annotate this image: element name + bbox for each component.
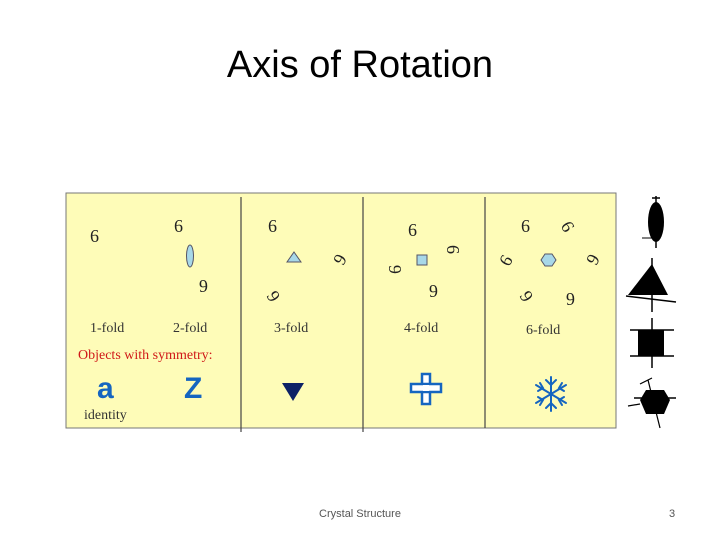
panel-label-3-fold: 3-fold: [274, 321, 308, 336]
ellipse-axis-3d-icon: [642, 196, 664, 248]
cube-3d-icon: [630, 318, 674, 368]
square-axis-icon: [416, 254, 428, 266]
object-letter-a: a: [97, 372, 114, 405]
triangle-down-icon: [282, 383, 304, 401]
motif-glyph: 6: [566, 289, 575, 309]
panel-label-4-fold: 4-fold: [404, 321, 438, 336]
slide-title: Axis of Rotation: [226, 44, 494, 86]
objects-heading: Objects with symmetry:: [78, 348, 213, 363]
hexagon-axis-icon: [540, 253, 557, 267]
ellipse-axis-icon: [186, 244, 194, 268]
motif-glyph: 6: [90, 226, 99, 246]
triangle-axis-icon: [286, 251, 302, 263]
snowflake-icon: [535, 376, 567, 412]
symmetry-panel: [65, 192, 617, 429]
page-number: 3: [668, 508, 676, 520]
panel-label-6-fold: 6-fold: [526, 323, 560, 338]
motif-glyph: 6: [174, 216, 183, 236]
motif-glyph: 6: [385, 265, 405, 274]
identity-label: identity: [84, 408, 127, 423]
motif-glyph: 6: [521, 216, 530, 236]
object-letter-z: Z: [184, 372, 202, 405]
motif-glyph: 6: [443, 245, 463, 254]
motif-glyph: 6: [268, 216, 277, 236]
motif-glyph: 6: [408, 220, 417, 240]
blue-cross-icon: [409, 372, 443, 406]
pyramid-3d-icon: [625, 258, 677, 312]
motif-glyph: 6: [429, 281, 438, 301]
panel-label-2-fold: 2-fold: [173, 321, 207, 336]
motif-glyph: 6: [199, 276, 208, 296]
hexagonal-prism-3d-icon: [627, 377, 676, 429]
panel-label-1-fold: 1-fold: [90, 321, 124, 336]
footer-text: Crystal Structure: [319, 508, 401, 520]
